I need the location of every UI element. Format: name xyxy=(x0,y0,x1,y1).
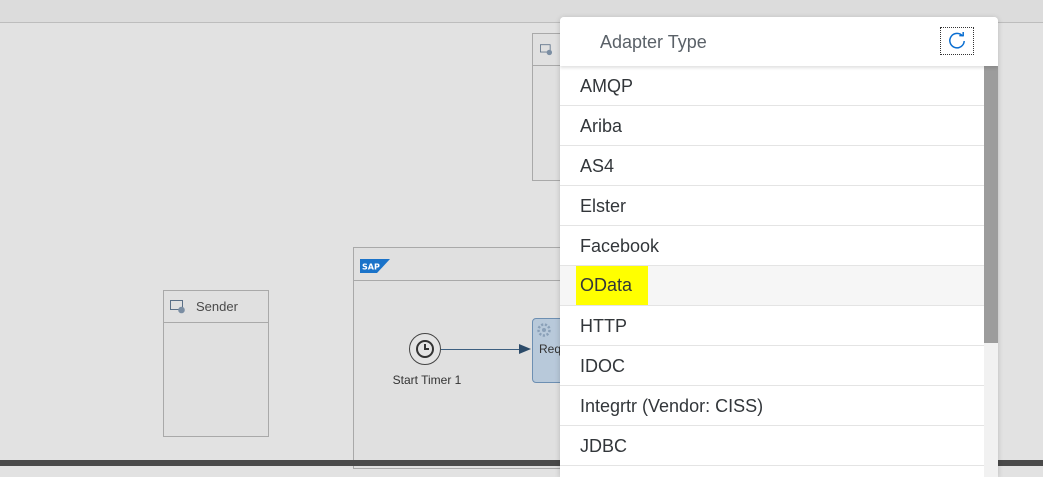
list-item-label: Ariba xyxy=(580,116,623,136)
list-item-label: HTTP xyxy=(580,316,627,336)
refresh-icon xyxy=(949,32,965,49)
sap-logo-icon: SAP xyxy=(360,259,390,273)
scrollbar-thumb[interactable] xyxy=(984,66,998,343)
list-item-label: Facebook xyxy=(580,236,660,256)
start-timer-label: Start Timer 1 xyxy=(392,373,462,387)
sender-participant-header: Sender xyxy=(164,291,268,323)
list-item-facebook[interactable]: Facebook xyxy=(560,226,984,266)
sequence-flow[interactable] xyxy=(441,349,521,350)
dialog-header: Adapter Type xyxy=(560,17,998,66)
list-item-as4[interactable]: AS4 xyxy=(560,146,984,186)
list-item-integrtr[interactable]: Integrtr (Vendor: CISS) xyxy=(560,386,984,426)
clock-icon xyxy=(416,340,434,358)
svg-text:SAP: SAP xyxy=(362,263,380,272)
participant-icon xyxy=(170,299,185,313)
receiver-participant-header xyxy=(533,34,563,66)
list-item-label: AMQP xyxy=(580,76,634,96)
integration-process-header: SAP xyxy=(354,248,574,281)
list-item-label: OData xyxy=(576,266,649,305)
list-item-jdbc[interactable]: JDBC xyxy=(560,426,984,466)
list-item-ariba[interactable]: Ariba xyxy=(560,106,984,146)
list-item-odata[interactable]: OData xyxy=(560,266,984,306)
list-item-label: AS4 xyxy=(580,156,615,176)
dialog-title: Adapter Type xyxy=(600,32,707,52)
refresh-button[interactable] xyxy=(940,27,974,55)
list-item-label: Integrtr (Vendor: CISS) xyxy=(580,396,764,416)
gear-icon xyxy=(537,323,551,337)
list-item-label: JDBC xyxy=(580,436,628,456)
list-item-idoc[interactable]: IDOC xyxy=(560,346,984,386)
adapter-type-dialog: Adapter Type AMQP Ariba AS4 Elster Faceb… xyxy=(560,17,998,477)
list-item-label: IDOC xyxy=(580,356,625,376)
list-item-http[interactable]: HTTP xyxy=(560,306,984,346)
sequence-flow-arrow-icon xyxy=(519,344,531,354)
list-item-label: Elster xyxy=(580,196,627,216)
sender-label: Sender xyxy=(196,299,238,314)
adapter-type-list: AMQP Ariba AS4 Elster Facebook OData HTT… xyxy=(560,66,984,466)
bottom-panel-edge xyxy=(0,460,1043,466)
start-timer-event[interactable] xyxy=(409,333,441,365)
list-item-elster[interactable]: Elster xyxy=(560,186,984,226)
participant-icon xyxy=(540,43,553,55)
list-item-amqp[interactable]: AMQP xyxy=(560,66,984,106)
sender-participant: Sender xyxy=(163,290,269,437)
